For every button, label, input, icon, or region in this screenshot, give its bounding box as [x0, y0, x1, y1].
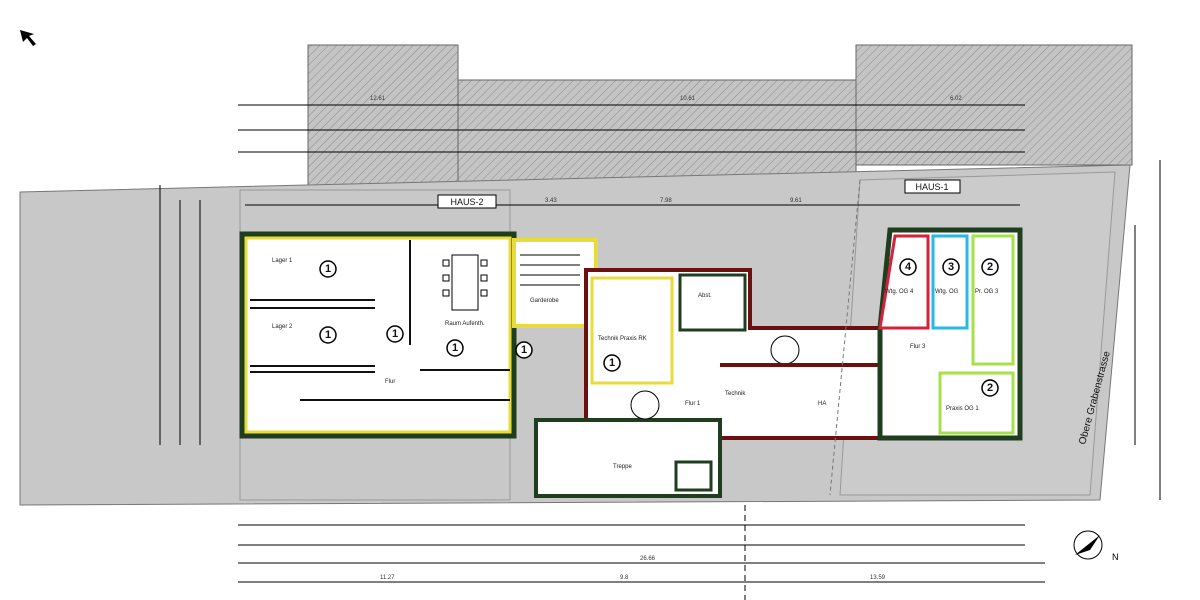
- dim-top-2: 10.61: [680, 96, 696, 102]
- room-label: Raum Aufenth.: [445, 321, 485, 327]
- haus2-tag: HAUS-2: [450, 197, 483, 207]
- svg-text:1: 1: [325, 263, 331, 275]
- dimension-lines-top: [238, 104, 1025, 206]
- room-label: Technik Praxis RK: [598, 336, 647, 342]
- room-label: Flur: [385, 379, 395, 385]
- svg-text:2: 2: [987, 261, 993, 273]
- dim-bottom-2: 9.8: [620, 575, 629, 581]
- svg-text:1: 1: [392, 328, 398, 340]
- haus2-walls: [250, 240, 510, 401]
- cursor-arrow-icon: [20, 30, 36, 46]
- svg-text:1: 1: [325, 329, 331, 341]
- dim-bottom-1: 11.27: [380, 575, 395, 581]
- neighbor-building-left: [307, 44, 459, 186]
- haus1-tag: HAUS-1: [915, 182, 948, 192]
- room-label: Lager 1: [272, 258, 293, 264]
- stair-room: [512, 238, 598, 328]
- room-label: Lager 2: [272, 324, 293, 330]
- stairs-icon: [520, 254, 580, 286]
- technik-praxis-room: [590, 276, 674, 385]
- abst-room: [678, 273, 747, 332]
- svg-text:1: 1: [452, 342, 458, 354]
- dim-bottom-3: 13.59: [870, 575, 886, 581]
- room-label: Garderobe: [530, 298, 559, 304]
- room-label: Flur 3: [910, 344, 926, 350]
- unit3-room: [931, 234, 969, 330]
- svg-text:1: 1: [609, 357, 615, 369]
- room-label: Technik: [725, 391, 746, 397]
- dim-top-3: 6.02: [950, 96, 962, 102]
- dim-top-4: 7.98: [660, 198, 672, 204]
- unit2-room-lower: [938, 371, 1015, 435]
- column-circle: [770, 335, 800, 365]
- property-line: [829, 179, 861, 496]
- neighbor-building-middle: [457, 79, 857, 186]
- north-arrow-icon: [1073, 530, 1103, 560]
- room-label: Wtg. OG 4: [885, 289, 914, 295]
- unit-markers: [319, 258, 999, 397]
- dim-top-1: 12.61: [370, 96, 386, 102]
- unit1-boundary: [244, 236, 512, 434]
- svg-text:3: 3: [948, 261, 954, 273]
- lift-room: [674, 460, 713, 492]
- svg-text:4: 4: [905, 261, 912, 273]
- room-label: Abst.: [698, 293, 712, 299]
- room-label: Wtg. OG: [935, 289, 959, 295]
- dimension-lines-left: [159, 160, 1161, 500]
- room-label: Pr. OG 3: [975, 289, 999, 295]
- north-label: N: [1112, 552, 1119, 562]
- room-label: Praxis OG 1: [946, 406, 979, 412]
- dim-bottom-total: 26.66: [640, 556, 656, 562]
- haus1-tag-box: [904, 179, 961, 194]
- dimension-lines-bottom: [238, 505, 1045, 600]
- unit-numbers: 1 1 1 1 1 1 4 3 2 2: [325, 261, 993, 394]
- dim-top-6: 3.43: [545, 198, 557, 204]
- unit2-room-upper: [971, 234, 1015, 366]
- haus2-tag-box: [437, 194, 497, 209]
- svg-text:1: 1: [521, 344, 527, 356]
- unit4-room: [878, 234, 930, 330]
- dining-table-icon: [442, 254, 488, 311]
- room-label: Flur 1: [685, 401, 701, 407]
- room-labels: Lager 1 Lager 2 Raum Aufenth. Flur Garde…: [272, 258, 999, 470]
- room-label: Treppe: [613, 464, 632, 470]
- svg-text:2: 2: [987, 382, 993, 394]
- dim-top-5: 9.61: [790, 198, 802, 204]
- room-label: HA: [818, 401, 826, 407]
- lift-circle: [630, 390, 660, 420]
